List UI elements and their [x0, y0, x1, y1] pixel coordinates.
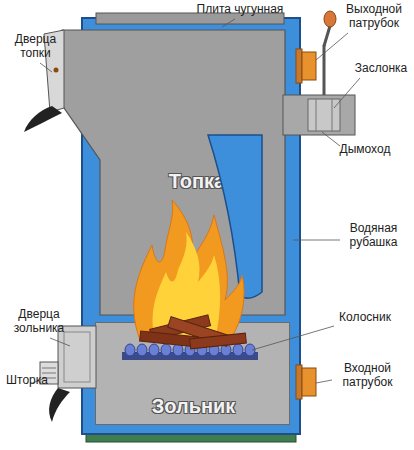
grate-bar: [185, 344, 195, 356]
grate-bar: [137, 344, 147, 356]
door-handle: [24, 106, 62, 132]
firebox-chamber: Топка: [62, 30, 285, 315]
part-label: Плита чугунная: [185, 3, 295, 17]
pipe-flange: [296, 49, 302, 83]
grate-bar: [161, 344, 171, 356]
inlet-pipe: [302, 368, 316, 396]
leader-line: [222, 19, 235, 27]
leader-line: [40, 63, 52, 72]
part-label: Водяная рубашка: [336, 222, 411, 250]
part-label: Дверца топки: [8, 33, 63, 61]
firewood-log: [168, 317, 230, 347]
leader-line: [316, 33, 348, 60]
flame-outer: [134, 200, 244, 340]
grate-base: [122, 352, 258, 360]
ash-door-handle: [49, 388, 70, 422]
grate-bar: [197, 344, 207, 356]
leader-line: [334, 78, 360, 108]
ash-door-frame: [64, 332, 90, 382]
shutter-slat: [42, 368, 56, 369]
grate-bar: [149, 344, 159, 356]
flame-inner: [153, 232, 220, 340]
chamber-name: Топка: [157, 170, 237, 192]
leader-line: [50, 338, 70, 346]
firewood-log: [150, 315, 211, 340]
ash-pit: Зольник: [95, 322, 290, 425]
grate-bar: [245, 344, 255, 356]
leader-line: [322, 132, 340, 146]
firewood-log: [190, 333, 247, 349]
part-label: Шторка: [2, 374, 52, 388]
firebox-chamber-shape: [62, 30, 285, 315]
chimney-flue: [283, 95, 355, 135]
part-label: Входной патрубок: [330, 362, 405, 390]
damper-rod: [323, 45, 326, 95]
water-partition: [208, 135, 262, 298]
part-label: Дымоход: [330, 143, 400, 157]
leader-line: [252, 326, 334, 350]
chamber-name: Зольник: [96, 395, 291, 417]
grate-bar: [233, 344, 243, 356]
part-label: Выходной патрубок: [338, 3, 410, 31]
grate-bar: [173, 344, 183, 356]
ash-door: [58, 326, 96, 388]
grate-bar: [221, 344, 231, 356]
leader-line: [293, 240, 340, 241]
firewood-log: [140, 331, 199, 347]
door-bolt: [54, 68, 59, 73]
damper-line: [332, 99, 333, 131]
part-label: Колосник: [330, 311, 400, 325]
pipe-flange: [296, 365, 302, 399]
damper-plate: [308, 99, 340, 131]
outlet-pipe: [302, 52, 316, 80]
grate-bar: [125, 344, 135, 356]
grate-bar: [209, 344, 219, 356]
damper-lever: [324, 26, 330, 46]
damper-knob: [324, 11, 336, 27]
part-label: Дверца зольника: [4, 308, 74, 336]
leader-line: [316, 380, 332, 383]
damper-line: [316, 99, 317, 131]
part-label: Заслонка: [348, 62, 414, 76]
